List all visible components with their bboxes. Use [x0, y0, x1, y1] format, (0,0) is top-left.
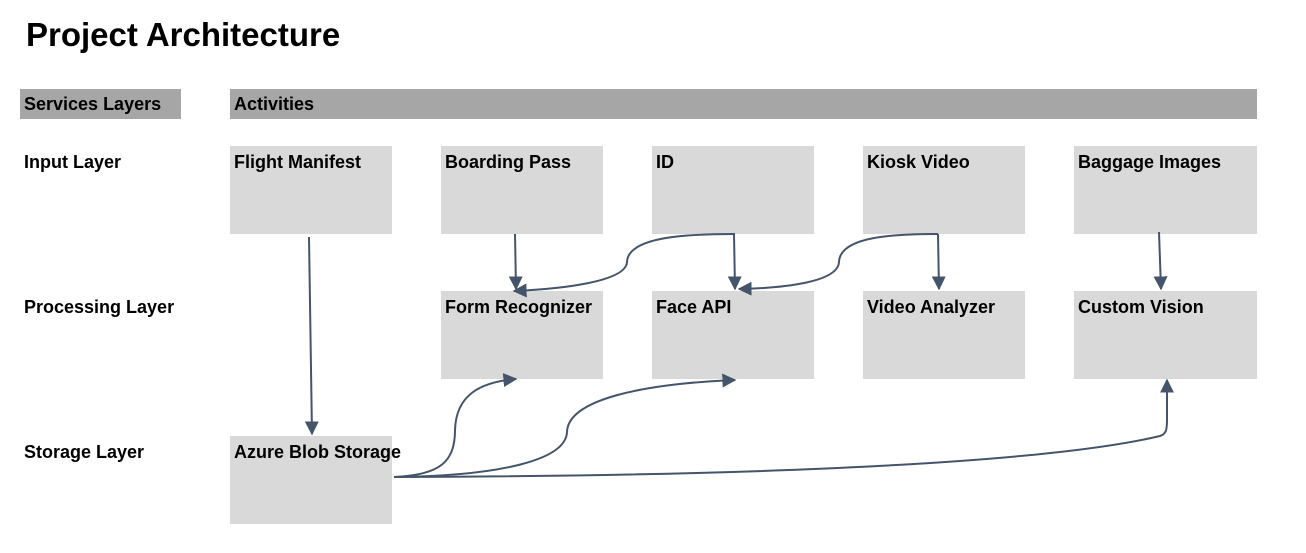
face-api-label: Face API [656, 297, 732, 317]
storage-layer-label: Storage Layer [24, 442, 145, 462]
arrow-blob-storage-to-custom-vision [393, 378, 1174, 478]
processing-layer-label: Processing Layer [24, 297, 175, 317]
arrow-flight-manifest-to-blob-storage [304, 236, 319, 436]
arrow-id-to-form-recognizer [512, 233, 736, 298]
video-analyzer-label: Video Analyzer [867, 297, 996, 317]
activities-header: Activities [230, 89, 1257, 119]
custom-vision-box: Custom Vision [1074, 291, 1257, 379]
form-recognizer-box: Form Recognizer [441, 291, 603, 379]
arrow-kiosk-video-to-video-analyzer [931, 233, 946, 291]
id-box: ID [652, 146, 814, 234]
baggage-images-label: Baggage Images [1078, 152, 1222, 172]
form-recognizer-label: Form Recognizer [445, 297, 593, 317]
input-layer-label: Input Layer [24, 152, 122, 172]
flight-manifest-box: Flight Manifest [230, 146, 392, 234]
custom-vision-label: Custom Vision [1078, 297, 1204, 317]
arrow-blob-storage-to-form-recognizer [393, 373, 518, 478]
face-api-box: Face API [652, 291, 814, 379]
arrow-baggage-images-to-custom-vision [1153, 231, 1168, 291]
arrow-boarding-pass-to-form-recognizer [508, 233, 523, 291]
boarding-pass-label: Boarding Pass [445, 152, 572, 172]
kiosk-video-box: Kiosk Video [863, 146, 1025, 234]
services-layers-header: Services Layers [20, 89, 181, 119]
video-analyzer-box: Video Analyzer [863, 291, 1025, 379]
azure-blob-storage-box: Azure Blob Storage [230, 436, 402, 524]
azure-blob-storage-label: Azure Blob Storage [234, 442, 402, 462]
page-title: Project Architecture [26, 16, 341, 53]
baggage-images-box: Baggage Images [1074, 146, 1257, 234]
kiosk-video-label: Kiosk Video [867, 152, 970, 172]
arrow-blob-storage-to-face-api [393, 373, 737, 478]
arrow-id-to-face-api [727, 233, 742, 291]
flight-manifest-label: Flight Manifest [234, 152, 361, 172]
boarding-pass-box: Boarding Pass [441, 146, 603, 234]
arrow-kiosk-video-to-face-api [737, 233, 939, 296]
id-label: ID [656, 152, 674, 172]
